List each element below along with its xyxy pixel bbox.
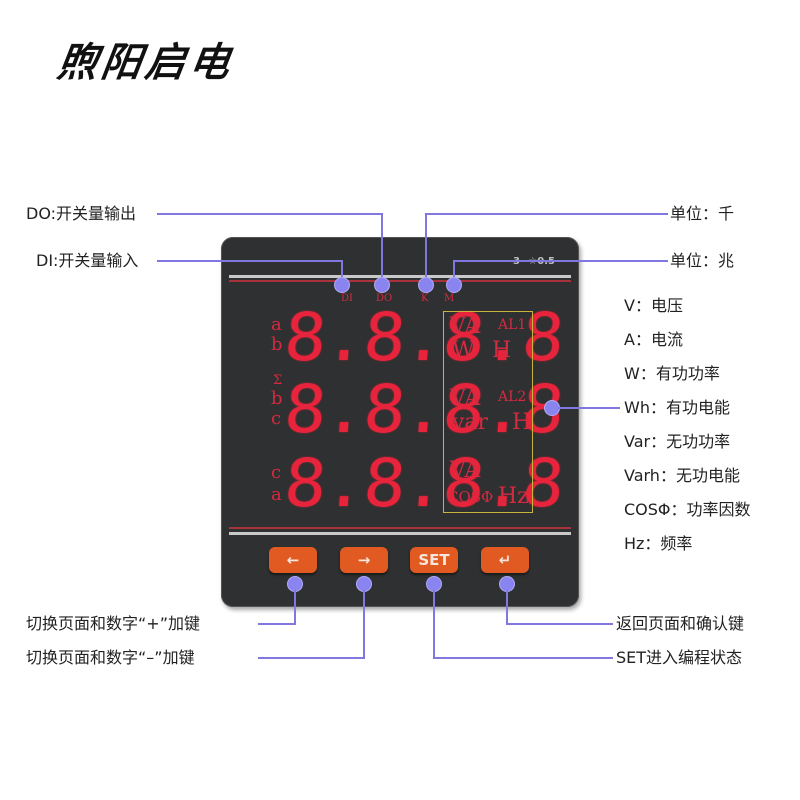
callout-line <box>157 260 343 262</box>
power-meter-device: 3~☆0.5 DI DO K M a b 8.8.8.8 Σ b c 8.8.8… <box>221 237 579 607</box>
unit-indicator-box: VA AL1 W H VA AL2 var H VA COSΦ Hz <box>443 311 533 513</box>
phase-label: Σ <box>273 373 283 388</box>
legend-item: A：电流 <box>624 330 683 349</box>
legend-item: Hz：频率 <box>624 534 693 553</box>
phase-label: a <box>271 314 282 335</box>
left-arrow-button[interactable]: ← <box>269 547 317 573</box>
callout-line <box>506 623 613 625</box>
callout-line <box>425 213 668 215</box>
unit-cosphi: COSΦ <box>447 488 494 506</box>
callout-enter-key: 返回页面和确认键 <box>616 614 745 633</box>
arrow-right-icon: → <box>357 551 371 569</box>
callout-line <box>258 657 365 659</box>
legend-item: W：有功功率 <box>624 364 720 383</box>
phase-label: b <box>271 388 283 409</box>
enter-icon: ↵ <box>498 551 512 569</box>
phase-label: b <box>271 334 283 355</box>
callout-minus-key: 切换页面和数字“–”加键 <box>26 648 195 667</box>
callout-line <box>381 213 383 283</box>
callout-line <box>453 260 668 262</box>
legend-item: Var：无功功率 <box>624 432 731 451</box>
callout-line <box>258 623 296 625</box>
callout-line <box>341 260 343 283</box>
callout-dot <box>446 277 462 293</box>
indicator-m: M <box>444 293 455 304</box>
callout-do: DO:开关量输出 <box>26 204 137 223</box>
callout-dot <box>334 277 350 293</box>
unit-al1: AL1 <box>498 317 527 333</box>
callout-unit-m: 单位：兆 <box>670 251 735 270</box>
callout-line <box>558 407 620 409</box>
legend-item: V：电压 <box>624 296 683 315</box>
callout-line <box>363 590 365 659</box>
set-button-label: SET <box>418 551 450 569</box>
unit-va: VA <box>450 314 481 339</box>
unit-h: H <box>492 338 512 363</box>
callout-di: DI:开关量输入 <box>36 251 139 270</box>
callout-line <box>506 590 508 625</box>
callout-set-key: SET进入编程状态 <box>616 648 743 667</box>
arrow-left-icon: ← <box>286 551 300 569</box>
callout-dot <box>418 277 434 293</box>
indicator-di: DI <box>341 293 353 304</box>
callout-line <box>433 657 613 659</box>
bottom-divider <box>229 532 571 535</box>
unit-w: W <box>452 338 475 363</box>
top-divider-red <box>229 280 571 282</box>
callout-plus-key: 切换页面和数字“+”加键 <box>26 614 200 633</box>
set-button[interactable]: SET <box>410 547 458 573</box>
callout-line <box>294 590 296 625</box>
indicator-do: DO <box>376 293 393 304</box>
unit-va: VA <box>450 458 481 483</box>
unit-hz: Hz <box>498 484 529 509</box>
callout-line <box>157 213 383 215</box>
indicator-k: K <box>421 293 429 304</box>
callout-dot <box>374 277 390 293</box>
bottom-divider-red <box>229 527 571 529</box>
phase-label: c <box>271 408 282 429</box>
phase-label: a <box>271 484 282 505</box>
legend-item: COSΦ：功率因数 <box>624 500 751 519</box>
legend-item: Wh：有功电能 <box>624 398 730 417</box>
callout-unit-k: 单位：千 <box>670 204 735 223</box>
callout-line <box>453 260 455 283</box>
brand-title: 煦阳启电 <box>54 39 237 86</box>
phase-label: c <box>271 462 282 483</box>
callout-line <box>433 590 435 659</box>
unit-var: var <box>452 410 489 435</box>
legend-item: Varh：无功电能 <box>624 466 740 485</box>
enter-button[interactable]: ↵ <box>481 547 529 573</box>
unit-h: H <box>512 410 532 435</box>
unit-al2: AL2 <box>498 389 527 405</box>
callout-line <box>425 213 427 283</box>
right-arrow-button[interactable]: → <box>340 547 388 573</box>
unit-va: VA <box>450 386 481 411</box>
top-divider <box>229 275 571 278</box>
